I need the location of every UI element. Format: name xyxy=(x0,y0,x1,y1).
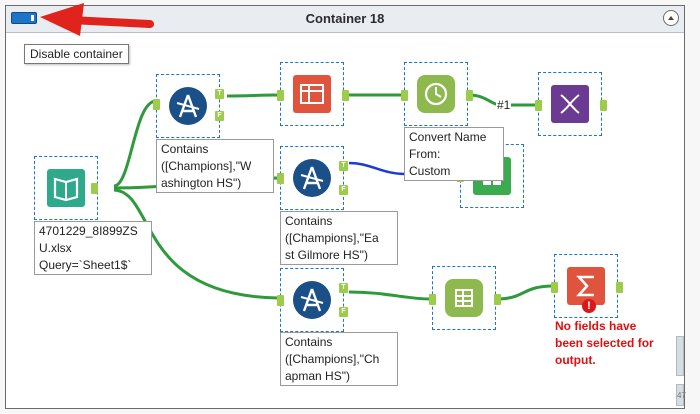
filter-tool-3[interactable]: T F xyxy=(277,268,348,332)
filter-icon xyxy=(169,87,207,125)
false-anchor[interactable]: F xyxy=(339,307,348,317)
filter-1-label: Contains ([Champions],"W ashington HS") xyxy=(156,139,274,193)
dna-icon xyxy=(551,85,589,123)
container-title-bar[interactable]: Container 18 xyxy=(6,6,684,33)
filter-3-label: Contains ([Champions],"Ch apman HS") xyxy=(280,332,398,386)
record-list-icon xyxy=(445,279,483,317)
output-anchor[interactable] xyxy=(91,183,98,194)
input-anchor[interactable] xyxy=(401,90,408,101)
output-anchor[interactable] xyxy=(342,90,349,101)
output-anchor[interactable] xyxy=(494,294,501,305)
offscreen-label-fragment: 47 xyxy=(676,384,686,406)
output-anchor[interactable] xyxy=(600,100,607,111)
container-title: Container 18 xyxy=(305,11,385,26)
filter-icon xyxy=(293,281,331,319)
toggle-knob xyxy=(31,15,34,21)
input-tool-label: 4701229_8I899ZS U.xlsx Query=`Sheet1$` xyxy=(34,221,152,275)
book-icon xyxy=(47,169,85,207)
disable-container-tooltip: Disable container xyxy=(24,44,129,64)
true-anchor[interactable]: T xyxy=(339,283,348,293)
datetime-tool[interactable] xyxy=(401,62,473,126)
filter-tool-1[interactable]: T F xyxy=(153,74,224,138)
input-anchor[interactable] xyxy=(277,173,284,184)
true-anchor[interactable]: T xyxy=(215,89,224,99)
filter-tool-2[interactable]: T F xyxy=(277,146,348,210)
record-list-tool[interactable] xyxy=(429,266,501,330)
filter-icon xyxy=(293,159,331,197)
input-anchor[interactable] xyxy=(277,295,284,306)
input-anchor[interactable] xyxy=(277,90,284,101)
input-anchor[interactable] xyxy=(551,282,558,293)
output-anchor[interactable] xyxy=(466,90,473,101)
input-anchor[interactable] xyxy=(153,99,160,110)
output-anchor[interactable] xyxy=(616,282,623,293)
false-anchor[interactable]: F xyxy=(215,111,224,121)
summarize-tool[interactable]: ! xyxy=(551,254,623,318)
true-anchor[interactable]: T xyxy=(339,161,348,171)
chevron-up-icon[interactable] xyxy=(663,10,679,26)
container-enable-toggle-icon[interactable] xyxy=(11,12,37,24)
input-data-tool[interactable] xyxy=(34,156,98,220)
crosstab-icon xyxy=(293,75,331,113)
connection-count-badge: #1 xyxy=(496,98,512,112)
error-icon: ! xyxy=(582,299,596,313)
input-anchor[interactable] xyxy=(535,100,542,111)
clock-icon xyxy=(417,75,455,113)
input-anchor[interactable] xyxy=(429,294,436,305)
sigma-icon xyxy=(567,267,605,305)
dna-tool[interactable] xyxy=(535,72,607,136)
summarize-error-message: No fields have been selected for output. xyxy=(555,319,654,367)
filter-2-label: Contains ([Champions],"Ea st Gilmore HS"… xyxy=(280,211,398,265)
offscreen-tool-fragment xyxy=(676,336,684,376)
tool-container[interactable]: Container 18 4701229_8I899ZS U.xlsx Quer… xyxy=(5,5,686,409)
datetime-label: Convert Name From: Custom xyxy=(404,127,504,181)
false-anchor[interactable]: F xyxy=(339,185,348,195)
crosstab-tool[interactable] xyxy=(277,62,349,126)
